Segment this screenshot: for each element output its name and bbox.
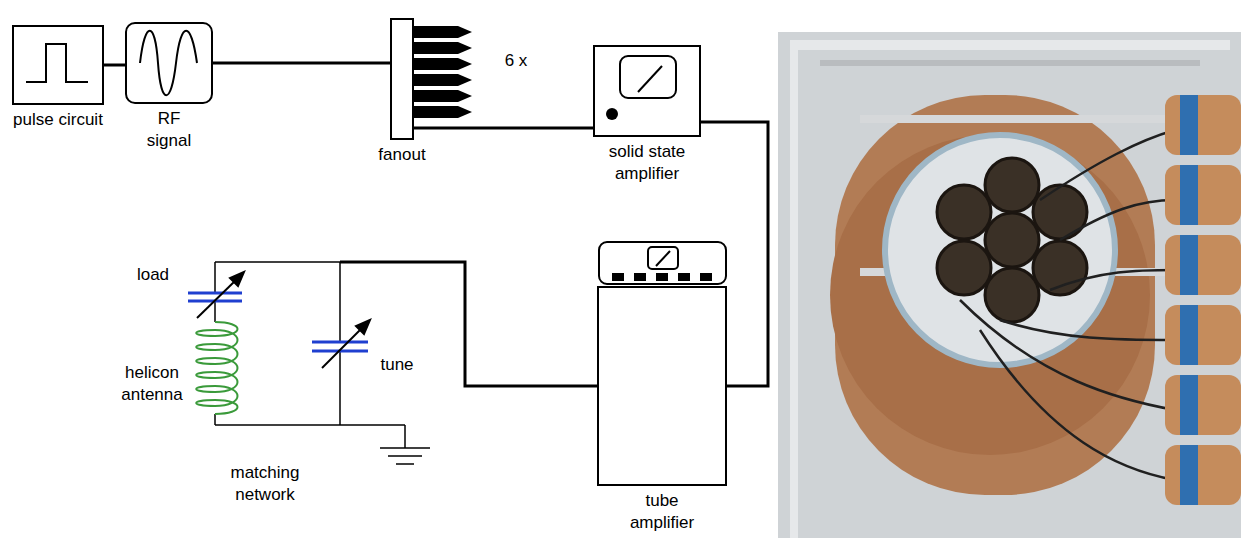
count-label: 6 x	[486, 50, 546, 72]
node-label: solid state amplifier	[592, 141, 702, 185]
signal-wire	[701, 122, 768, 386]
node-label: fanout	[357, 144, 447, 166]
node-label: tube amplifier	[617, 490, 707, 534]
part-label: helicon antenna	[118, 362, 186, 406]
part-label: tune	[372, 354, 422, 376]
solid-state-amplifier-box: solid state amplifier	[593, 45, 701, 137]
node-label: RF signal	[138, 108, 200, 152]
tube-amplifier-panel	[599, 242, 726, 284]
fanout-arrows	[414, 26, 472, 118]
signal-wire	[414, 128, 593, 129]
signal-wire	[213, 63, 390, 64]
rf-signal-box: RF signal	[125, 22, 213, 104]
pulse-symbol	[26, 44, 88, 82]
part-label: load	[128, 264, 178, 286]
feed-wire	[340, 262, 597, 386]
variable-arrow	[197, 272, 370, 368]
signal-wire	[104, 65, 125, 66]
tube-amplifier-box: tube amplifier	[597, 286, 727, 486]
meter-symbol	[606, 56, 676, 120]
sine-symbol	[140, 31, 197, 96]
helicon-coil	[196, 322, 237, 414]
apparatus-photo	[778, 32, 1241, 538]
fanout-bar: fanout	[390, 18, 414, 140]
node-label: pulse circuit	[0, 109, 133, 131]
group-label: matching network	[215, 462, 315, 506]
matching-network-circuit	[215, 262, 430, 464]
pulse-circuit-box: pulse circuit	[12, 25, 104, 105]
